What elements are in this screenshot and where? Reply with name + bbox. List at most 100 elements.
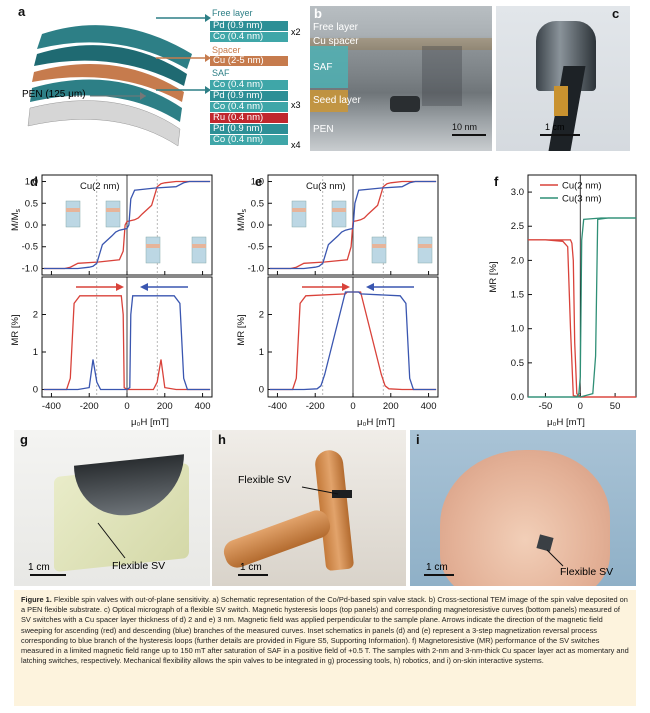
e-bottom-ytick-label-2: 2 bbox=[259, 310, 264, 321]
e-title: Cu(3 nm) bbox=[306, 181, 346, 192]
tem-scale-label: 10 nm bbox=[452, 122, 478, 132]
free-layer-label: Free layer bbox=[212, 8, 253, 18]
hand-photo bbox=[410, 430, 636, 586]
d-bottom-series-1 bbox=[43, 295, 211, 391]
e-top-ytick-label-4: 1.0 bbox=[251, 177, 264, 188]
panel-label-d: d bbox=[30, 174, 38, 189]
f-ylabel: MR [%] bbox=[488, 261, 499, 292]
d-bottom-ytick-label-0: 0 bbox=[33, 385, 38, 396]
e-bottom-xtick-label-2: 0 bbox=[350, 401, 355, 412]
saf-pd2: Pd (0.9 nm) bbox=[210, 124, 288, 134]
saf-pd1: Pd (0.9 nm) bbox=[210, 91, 288, 101]
f-series-2 bbox=[528, 217, 636, 398]
chart-e-top: -1.0-0.50.00.51.0 bbox=[248, 174, 439, 276]
tem-seed-band bbox=[310, 90, 348, 112]
saf-co1: Co (0.4 nm) bbox=[210, 80, 288, 90]
f-legend: Cu(2 nm)Cu(3 nm) bbox=[540, 181, 602, 205]
d-bottom-ytick-label-1: 1 bbox=[33, 347, 38, 358]
g-scale-bar bbox=[30, 574, 66, 576]
d-top-series-1 bbox=[43, 180, 211, 270]
tem-saf-label: SAF bbox=[313, 62, 333, 73]
saf-repeat1: x3 bbox=[291, 100, 301, 110]
i-scale-label: 1 cm bbox=[426, 562, 448, 573]
e-bottom-series-1 bbox=[269, 291, 437, 391]
f-frame bbox=[527, 174, 637, 398]
f-ytick-label-3: 1.5 bbox=[511, 290, 524, 301]
e-bottom-ytick-label-1: 1 bbox=[259, 347, 264, 358]
h-pointer bbox=[301, 486, 339, 495]
d-top-ytick-label-3: 0.5 bbox=[25, 198, 38, 209]
free-co: Co (0.4 nm) bbox=[210, 32, 288, 42]
tem-image bbox=[310, 6, 492, 151]
tem-cu-label: Cu spacer bbox=[313, 36, 359, 47]
switch-photo bbox=[496, 6, 630, 151]
f-xlabel: μ₀H [mT] bbox=[547, 417, 585, 428]
f-xtick-label-2: 50 bbox=[610, 401, 621, 412]
d-top-ytick-label-4: 1.0 bbox=[25, 177, 38, 188]
tem-pen-label: PEN bbox=[313, 124, 334, 135]
e-bottom-xtick-label-3: 200 bbox=[383, 401, 399, 412]
panel-label-b: b bbox=[314, 6, 322, 21]
f-ytick-label-0: 0.0 bbox=[511, 392, 524, 403]
caption-text: Flexible spin valves with out-of-plane s… bbox=[21, 595, 629, 666]
tem-dark-spot bbox=[390, 96, 420, 112]
i-scale-bar bbox=[424, 574, 454, 576]
tool-photo bbox=[14, 430, 210, 586]
figure-caption: Figure 1. Flexible spin valves with out-… bbox=[14, 590, 636, 706]
e-top-series-0 bbox=[269, 180, 437, 270]
tem-scale-bar bbox=[452, 134, 486, 136]
f-ytick-label-4: 2.0 bbox=[511, 255, 524, 266]
d-top-ytick-label-1: -0.5 bbox=[22, 242, 38, 253]
panel-label-g: g bbox=[20, 432, 28, 447]
e-arrows bbox=[302, 283, 414, 291]
e-bottom-ylabel: MR [%] bbox=[236, 314, 247, 345]
spacer-label: Spacer bbox=[212, 45, 241, 55]
d-bottom-xtick-label-0: -400 bbox=[42, 401, 61, 412]
g-tag: Flexible SV bbox=[112, 560, 166, 572]
f-ytick-label-2: 1.0 bbox=[511, 324, 524, 335]
panel-label-i: i bbox=[416, 432, 420, 447]
switch-contact bbox=[554, 86, 568, 116]
layer-saf bbox=[30, 79, 182, 122]
chart-d-top: -1.0-0.50.00.51.0 bbox=[22, 174, 213, 276]
f-ytick-label-1: 0.5 bbox=[511, 358, 524, 369]
c-scale-bar bbox=[540, 134, 580, 136]
free-repeat: x2 bbox=[291, 27, 301, 37]
h-scale-bar bbox=[238, 574, 268, 576]
caption-lead: Figure 1. bbox=[21, 595, 52, 604]
e-top-ytick-label-0: -1.0 bbox=[248, 263, 264, 274]
tem-shade bbox=[422, 46, 462, 106]
tem-seed-label: Seed layer bbox=[313, 95, 361, 106]
d-bottom-ylabel: MR [%] bbox=[10, 314, 21, 345]
e-top-ylabel: M/Ms bbox=[236, 209, 248, 231]
i-tag: Flexible SV bbox=[560, 566, 614, 578]
f-series-1 bbox=[528, 239, 636, 398]
tem-saf-band bbox=[310, 46, 348, 88]
tem-free-label: Free layer bbox=[313, 22, 359, 33]
f-xtick-label-0: -50 bbox=[539, 401, 553, 412]
e-top-series-1 bbox=[269, 180, 437, 270]
panel-label-a: a bbox=[18, 4, 26, 19]
saf-co2: Co (0.4 nm) bbox=[210, 102, 288, 112]
saf-label: SAF bbox=[212, 68, 230, 78]
i-pointer bbox=[546, 549, 564, 567]
d-top-series-0 bbox=[43, 180, 211, 270]
e-top-ytick-label-2: 0.0 bbox=[251, 220, 264, 231]
panel-label-f: f bbox=[494, 174, 499, 189]
robot-photo bbox=[212, 430, 406, 586]
h-scale-label: 1 cm bbox=[240, 562, 262, 573]
stack-illustration bbox=[27, 25, 192, 147]
g-scale-label: 1 cm bbox=[28, 562, 50, 573]
panel-label-h: h bbox=[218, 432, 226, 447]
robot-finger2 bbox=[220, 507, 334, 571]
hand-palm bbox=[440, 450, 610, 586]
f-ytick-label-5: 2.5 bbox=[511, 221, 524, 232]
f-ytick-label-6: 3.0 bbox=[511, 187, 524, 198]
d-bottom-series-0 bbox=[43, 295, 211, 391]
e-bottom-xtick-label-0: -400 bbox=[268, 401, 287, 412]
layer-free bbox=[37, 25, 192, 70]
e-top-ytick-label-1: -0.5 bbox=[248, 242, 264, 253]
tem-cu-band bbox=[310, 38, 492, 50]
